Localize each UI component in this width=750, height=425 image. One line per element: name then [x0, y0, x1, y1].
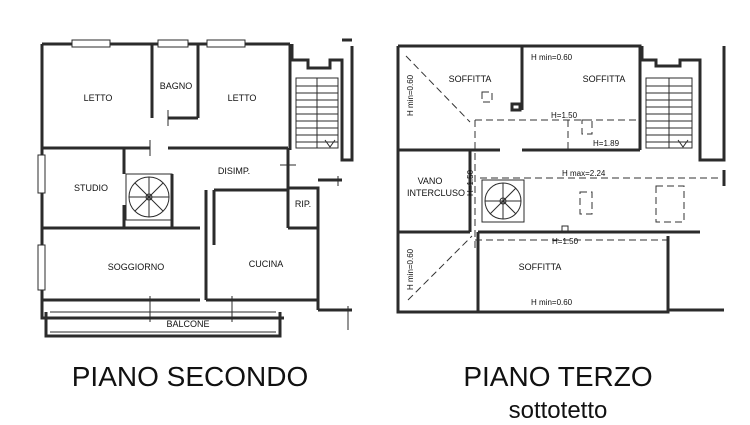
room-label-soffitta-top-right: SOFFITTA: [583, 74, 626, 84]
balcony: [44, 311, 282, 338]
window: [37, 154, 46, 194]
outer-wall-top: [398, 44, 642, 150]
diagonal-line: [405, 55, 471, 123]
height-label-h-150-top: H=1.50: [551, 111, 578, 120]
room-label-vano-line2: INTERCLUSO: [407, 188, 465, 198]
height-label-h-189: H=1.89: [593, 139, 620, 148]
room-label-rip: RIP.: [295, 199, 311, 209]
outer-wall-left: [40, 44, 284, 320]
room-label-soffitta-top-left: SOFFITTA: [449, 74, 492, 84]
skylight: [581, 119, 593, 135]
skylight: [579, 191, 593, 215]
height-label-h-150-vertical: H=1.50: [466, 169, 475, 196]
height-label-h-min-top: H min=0.60: [531, 53, 573, 62]
room-label-soggiorno: SOGGIORNO: [108, 262, 165, 272]
room-label-studio: STUDIO: [74, 183, 108, 193]
room-label-vano-line1: VANO: [418, 176, 443, 186]
window: [206, 39, 246, 48]
spiral-staircase: [481, 179, 525, 223]
diagonal-line: [407, 235, 473, 301]
skylight: [481, 91, 493, 103]
window: [157, 39, 189, 48]
height-label-h-max: H max=2.24: [562, 169, 606, 178]
window: [71, 39, 111, 48]
plan-third-floor: SOFFITTA SOFFITTA VANO INTERCLUSO SOFFIT…: [396, 44, 726, 424]
stairwell: [290, 38, 354, 330]
room-label-disimp: DISIMP.: [218, 166, 250, 176]
plan-third-subtitle: sottotetto: [509, 397, 608, 424]
room-label-letto-right: LETTO: [228, 93, 257, 103]
outer-wall-right-lower: [288, 186, 320, 310]
room-label-bagno: BAGNO: [160, 81, 193, 91]
room-label-cucina: CUCINA: [249, 259, 284, 269]
window: [37, 244, 46, 291]
room-label-balcone: BALCONE: [166, 319, 209, 329]
skylight: [561, 225, 569, 233]
height-label-h-min-bottom: H min=0.60: [531, 298, 573, 307]
stairwell: [640, 46, 726, 312]
room-label-soffitta-bottom: SOFFITTA: [519, 262, 562, 272]
plan-second-floor: LETTO BAGNO LETTO DISIMP. STUDIO RIP. SO…: [37, 38, 354, 392]
spiral-staircase: [125, 173, 173, 221]
height-label-h-min-left-bottom: H min=0.60: [406, 248, 415, 290]
plan-third-title: PIANO TERZO: [463, 361, 652, 392]
plan-second-title: PIANO SECONDO: [72, 361, 308, 392]
height-label-h-150-bottom: H=1.50: [552, 237, 579, 246]
height-label-h-min-left-top: H min=0.60: [406, 74, 415, 116]
room-label-letto-left: LETTO: [84, 93, 113, 103]
pillar: [510, 102, 522, 112]
